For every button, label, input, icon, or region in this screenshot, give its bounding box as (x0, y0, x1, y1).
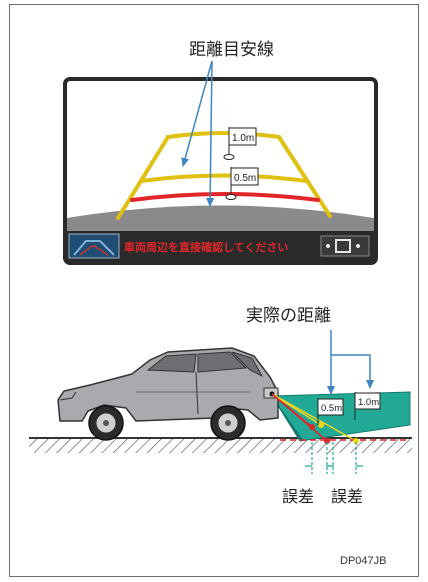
actual-distance-label: 実際の距離 (246, 306, 331, 326)
side-flag-far-text: 1.0m (358, 397, 379, 408)
distance-guide-lines (116, 131, 332, 220)
car-side-view (57, 347, 279, 441)
guide-left-side (116, 135, 170, 220)
screen-flag-far-text: 1.0m (232, 133, 254, 144)
error-label-2: 誤差 (331, 487, 364, 506)
side-flag-far: 1.0m (354, 392, 381, 420)
error-markers (305, 442, 363, 474)
side-flag-near-text: 0.5m (321, 403, 342, 414)
screen-flag-near: 0.5m (225, 167, 259, 200)
camera-rays (271, 393, 357, 442)
camera-screen: 車両周辺を直接確認してください 1.0m 0.5m (63, 77, 378, 265)
guide-far-line (166, 131, 281, 139)
guide-mode-icon[interactable] (320, 235, 370, 257)
error-label-1: 誤差 (282, 487, 315, 506)
guide-label-arrows (181, 60, 215, 207)
figure-frame (9, 4, 419, 577)
side-flag-near: 0.5m (317, 398, 344, 425)
figure-code: DP047JB (340, 555, 387, 567)
guide-near-red-line (130, 192, 320, 202)
guide-mid-line (139, 173, 308, 183)
front-wheel (88, 405, 124, 441)
projection-points (309, 422, 359, 444)
actual-distance-arrows (327, 330, 374, 395)
warning-text: 車両周辺を直接確認してください (124, 240, 288, 254)
camera-view-icon[interactable] (68, 233, 120, 259)
bumper (67, 205, 374, 231)
screen-flag-far: 1.0m (223, 127, 257, 160)
guide-right-side (277, 135, 332, 218)
rear-wheel (210, 405, 246, 441)
distance-guide-lines-label: 距離目安線 (189, 40, 274, 60)
screen-flag-near-text: 0.5m (234, 173, 256, 184)
